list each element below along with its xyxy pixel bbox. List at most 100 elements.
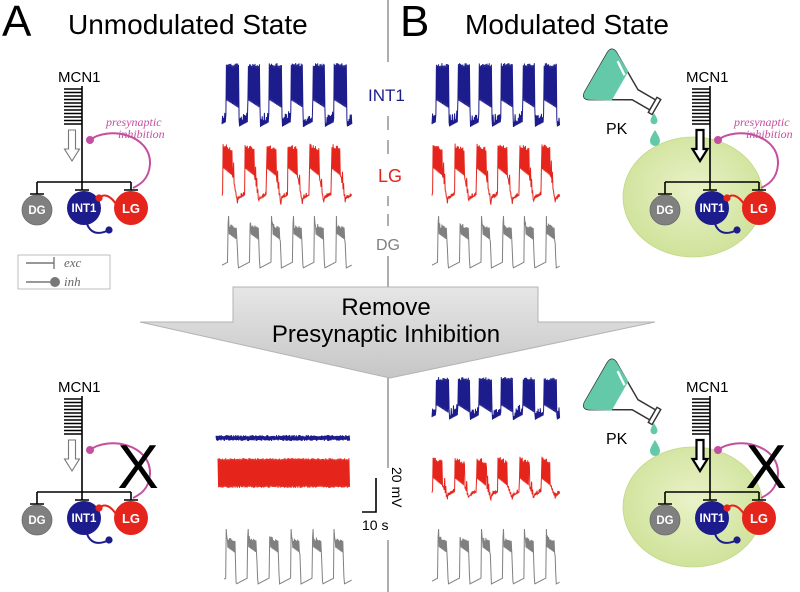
mcn1-label: MCN1	[686, 69, 729, 86]
lg-neuron-label: LG	[122, 511, 140, 526]
pk-droplet-icon	[650, 423, 658, 435]
presynaptic-label-line2: inhibition	[118, 127, 165, 141]
modulator-pk-top: PK	[582, 48, 764, 258]
presynaptic-label-line1: presynaptic	[105, 115, 162, 129]
scale-bar-voltage-label: 20 mV	[389, 467, 405, 508]
dg-neuron	[649, 194, 681, 226]
recordings	[215, 62, 561, 585]
mcn1-excitatory-synapses	[658, 181, 766, 195]
mcn1-excitatory-synapses	[30, 491, 138, 505]
presynaptic-inhibition-terminal	[714, 446, 722, 454]
dg-neuron	[649, 504, 681, 536]
presynaptic-inhibition-label: presynaptic inhibition	[105, 115, 165, 141]
lg-trace-unmodulated-removed	[217, 457, 350, 489]
legend-inh-label: inh	[64, 274, 81, 289]
int1-neuron-label: INT1	[700, 203, 726, 215]
presynaptic-inhibition-terminal	[86, 446, 94, 454]
network-unmodulated-intact: MCN1 presynaptic inhibition DG INT1 LG	[21, 69, 165, 234]
mcn1-terminal-comb	[692, 88, 710, 125]
int1-neuron-label: INT1	[700, 513, 726, 525]
dg-trace-unmodulated-removed	[223, 528, 352, 585]
network-unmodulated-presynaptic-removed: MCN1 DG INT1 LG X	[21, 379, 159, 544]
lg-to-int1-synapse-dot	[95, 194, 103, 202]
lg-neuron	[742, 191, 776, 225]
trace-label-lg: LG	[378, 166, 402, 186]
lg-to-int1-synapse-dot	[95, 504, 103, 512]
modulator-pk-bottom: PK	[582, 358, 764, 568]
int1-to-lg-inhibition	[714, 533, 736, 544]
lg-trace-modulated-removed	[431, 456, 561, 502]
int1-neuron	[695, 191, 729, 225]
scale-bar	[362, 478, 377, 513]
int1-trace-modulated-intact	[431, 63, 561, 128]
int1-to-lg-inhibition	[86, 533, 108, 544]
network-modulated-presynaptic-removed: MCN1 DG INT1 LG X	[649, 379, 787, 544]
modulators: PK PK	[582, 48, 764, 568]
presynaptic-inhibition-terminal	[714, 136, 722, 144]
transition-arrow	[139, 286, 656, 379]
pk-droplet-icon	[650, 113, 658, 125]
int1-neuron	[695, 501, 729, 535]
lg-neuron-label: LG	[750, 201, 768, 216]
lg-to-int1-synapse-dot	[723, 194, 731, 202]
pk-droplet-icon	[650, 130, 660, 146]
panel-a-letter: A	[2, 0, 32, 46]
presynaptic-inhibition-pathway	[89, 442, 152, 499]
int1-neuron	[67, 501, 101, 535]
int1-trace-modulated-removed	[431, 377, 561, 421]
dg-neuron-label: DG	[656, 205, 673, 217]
pk-label: PK	[606, 121, 628, 138]
presynaptic-label-line2: inhibition	[746, 127, 793, 141]
panel-a-title: Unmodulated State	[68, 9, 308, 40]
panel-b-title: Modulated State	[465, 9, 669, 40]
pk-droplet-icon	[650, 440, 660, 456]
presynaptic-label-line1: presynaptic	[733, 115, 790, 129]
presynaptic-inhibition-pathway	[717, 442, 780, 499]
modulated-cell-field	[622, 136, 764, 258]
lg-neuron-label: LG	[122, 201, 140, 216]
trace-label-int1: INT1	[368, 86, 405, 105]
legend-exc-label: exc	[64, 255, 82, 270]
mcn1-terminal-comb	[64, 398, 82, 435]
excitatory-synapse-icon	[26, 257, 55, 269]
int1-to-lg-inhibition	[86, 223, 108, 234]
mcn1-activity-arrow	[690, 438, 710, 474]
mcn1-excitatory-synapses	[30, 181, 138, 195]
panel-b-letter: B	[400, 0, 429, 46]
lg-to-int1-synapse-dot	[723, 504, 731, 512]
legend-box	[17, 254, 111, 290]
trace-label-dg: DG	[376, 237, 400, 254]
presynaptic-inhibition-pathway	[717, 132, 780, 189]
transition-arrow-line1: Remove	[341, 294, 430, 321]
int1-to-lg-synapse-dot	[733, 226, 741, 234]
presynaptic-inhibition-pathway	[89, 132, 152, 189]
block-x-mark: X	[117, 433, 158, 502]
dg-trace-unmodulated-intact	[221, 215, 353, 269]
dg-neuron	[21, 194, 53, 226]
int1-neuron-label: INT1	[72, 203, 98, 215]
mcn1-terminal-comb	[64, 88, 82, 125]
scale-bar-time-label: 10 s	[362, 517, 388, 533]
mcn1-label: MCN1	[58, 379, 101, 396]
int1-trace-unmodulated-removed	[215, 434, 351, 442]
dg-neuron	[21, 504, 53, 536]
int1-neuron	[67, 191, 101, 225]
network-modulated-intact: MCN1 presynaptic inhibition DG INT1 LG	[649, 69, 793, 234]
lg-neuron	[114, 501, 148, 535]
block-x-mark: X	[745, 433, 786, 502]
lg-neuron-label: LG	[750, 511, 768, 526]
synapse-legend: exc inh	[17, 254, 111, 290]
lg-neuron	[114, 191, 148, 225]
dg-trace-modulated-removed	[431, 528, 560, 585]
pk-flask-icon	[582, 358, 662, 426]
int1-to-lg-synapse-dot	[733, 536, 741, 544]
lg-trace-unmodulated-intact	[221, 143, 353, 205]
dg-neuron-label: DG	[28, 515, 45, 527]
dg-neuron-label: DG	[28, 205, 45, 217]
mcn1-terminal-comb	[692, 398, 710, 435]
mcn1-activity-arrow	[63, 439, 81, 473]
mcn1-excitatory-synapses	[658, 491, 766, 505]
lg-neuron	[742, 501, 776, 535]
pk-flask-icon	[582, 48, 662, 116]
